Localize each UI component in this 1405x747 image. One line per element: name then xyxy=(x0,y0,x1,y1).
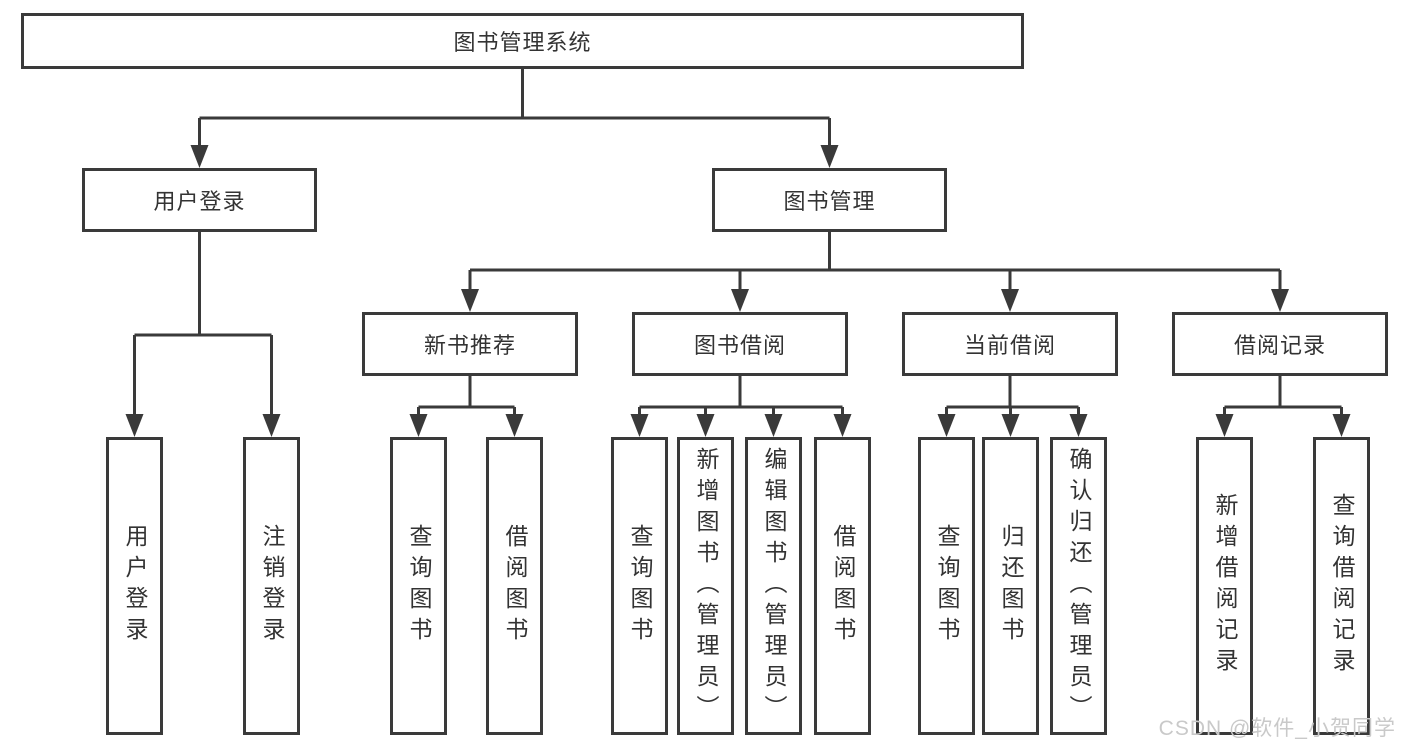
leaf-recommend-borrow-book: 借阅图书 xyxy=(486,437,543,735)
leaf-borrow-query-book-label: 查询图书 xyxy=(627,524,653,648)
node-root: 图书管理系统 xyxy=(21,13,1024,69)
node-root-label: 图书管理系统 xyxy=(453,30,592,55)
leaf-user-login-label: 用户登录 xyxy=(122,524,148,648)
leaf-add-book-admin-label: 新增图书（管理员） xyxy=(693,446,719,726)
node-user-login-label: 用户登录 xyxy=(153,189,246,214)
leaf-confirm-return-admin: 确认归还（管理员） xyxy=(1050,437,1107,735)
leaf-add-borrow-record: 新增借阅记录 xyxy=(1196,437,1253,735)
leaf-edit-book-admin-label: 编辑图书（管理员） xyxy=(761,446,787,726)
leaf-add-borrow-record-label: 新增借阅记录 xyxy=(1212,493,1238,679)
node-book-borrow-label: 图书借阅 xyxy=(693,333,786,358)
leaf-user-login: 用户登录 xyxy=(106,437,163,735)
leaf-confirm-return-admin-label: 确认归还（管理员） xyxy=(1066,446,1092,726)
node-new-book-recommend-label: 新书推荐 xyxy=(423,333,516,358)
leaf-add-book-admin: 新增图书（管理员） xyxy=(677,437,734,735)
node-new-book-recommend: 新书推荐 xyxy=(362,312,578,376)
node-current-borrow: 当前借阅 xyxy=(902,312,1118,376)
leaf-edit-book-admin: 编辑图书（管理员） xyxy=(745,437,802,735)
leaf-recommend-query-book: 查询图书 xyxy=(390,437,447,735)
leaf-recommend-query-book-label: 查询图书 xyxy=(406,524,432,648)
leaf-current-query-book-label: 查询图书 xyxy=(934,524,960,648)
leaf-borrow-book-label: 借阅图书 xyxy=(830,524,856,648)
watermark: CSDN @软件_小贺同学 xyxy=(1158,717,1396,740)
leaf-logout: 注销登录 xyxy=(243,437,300,735)
leaf-return-book-label: 归还图书 xyxy=(998,524,1024,648)
node-borrow-record-label: 借阅记录 xyxy=(1233,333,1326,358)
node-borrow-record: 借阅记录 xyxy=(1172,312,1388,376)
leaf-logout-label: 注销登录 xyxy=(259,524,285,648)
leaf-recommend-borrow-book-label: 借阅图书 xyxy=(502,524,528,648)
leaf-query-borrow-record: 查询借阅记录 xyxy=(1313,437,1370,735)
node-current-borrow-label: 当前借阅 xyxy=(963,333,1056,358)
leaf-current-query-book: 查询图书 xyxy=(918,437,975,735)
node-user-login: 用户登录 xyxy=(82,168,317,232)
node-book-management: 图书管理 xyxy=(712,168,947,232)
leaf-return-book: 归还图书 xyxy=(982,437,1039,735)
node-book-management-label: 图书管理 xyxy=(783,189,876,214)
node-book-borrow: 图书借阅 xyxy=(632,312,848,376)
leaf-borrow-book: 借阅图书 xyxy=(814,437,871,735)
leaf-borrow-query-book: 查询图书 xyxy=(611,437,668,735)
leaf-query-borrow-record-label: 查询借阅记录 xyxy=(1329,493,1355,679)
